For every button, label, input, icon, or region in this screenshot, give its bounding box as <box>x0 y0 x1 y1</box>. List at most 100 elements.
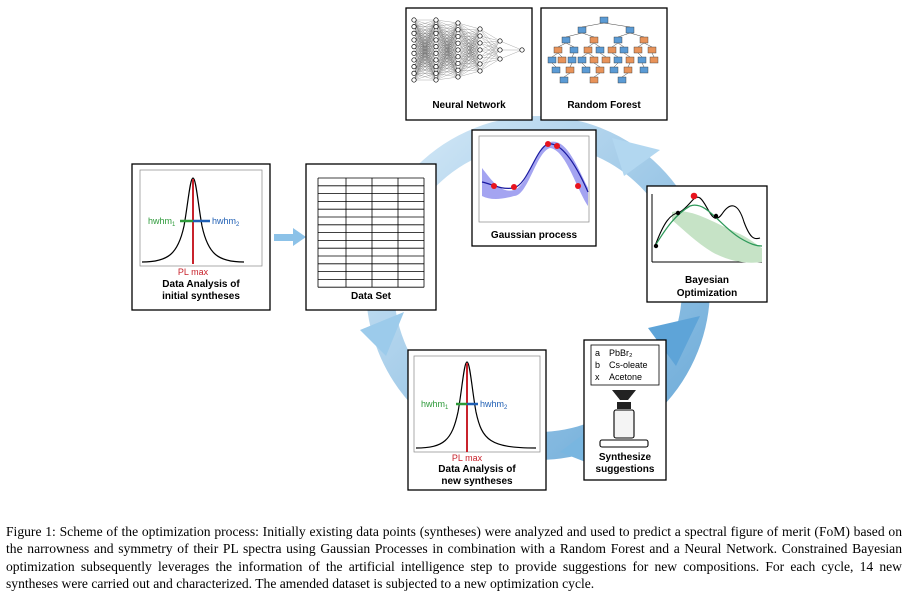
nn-node <box>411 57 417 63</box>
nn-node <box>411 64 417 70</box>
initial-analysis-box: hwhm1 hwhm2 PL max Data Analysis of init… <box>131 163 271 311</box>
nn-connection <box>479 49 501 65</box>
nn-connection <box>413 19 437 41</box>
nn-connection <box>479 58 501 65</box>
rf-edge <box>617 32 631 38</box>
nn-connection <box>435 22 459 41</box>
nn-node <box>477 40 483 46</box>
nn-connection <box>457 42 481 78</box>
rf-edge <box>557 42 567 48</box>
random-forest-box: Random Forest <box>540 7 668 121</box>
rf-node <box>559 76 569 84</box>
rf-node <box>577 56 587 64</box>
neural-network-box: Neural Network <box>405 7 533 121</box>
nn-connection <box>435 22 459 81</box>
nn-node <box>477 61 483 67</box>
rf-edge <box>551 52 559 58</box>
rf-node <box>551 66 561 74</box>
nn-connection <box>413 73 437 81</box>
rf-node <box>639 36 649 44</box>
rf-edge <box>643 42 653 48</box>
rf-node <box>561 36 571 44</box>
nn-node <box>477 26 483 32</box>
rf-edge <box>617 42 625 48</box>
nn-connection <box>413 46 437 81</box>
nn-node <box>433 37 439 43</box>
nn-node <box>455 47 461 53</box>
nn-connection <box>435 22 459 74</box>
rf-node <box>623 66 633 74</box>
gp-data-point <box>545 141 551 147</box>
rf-edge <box>651 52 655 58</box>
nn-connection <box>435 76 459 81</box>
bo-suggestion-point <box>690 192 698 200</box>
nn-connection <box>479 40 501 51</box>
gp-data-point <box>575 183 581 189</box>
rf-edge <box>603 22 631 28</box>
nn-connection <box>499 40 523 51</box>
nn-connection <box>435 22 459 47</box>
data-set-label: Data Set <box>351 291 392 302</box>
nn-node <box>411 44 417 50</box>
nn-connection <box>435 70 459 81</box>
rf-edge <box>621 72 629 78</box>
vial-cap <box>617 402 631 409</box>
new-label-line1: Data Analysis of <box>438 464 516 475</box>
nn-connection <box>479 35 501 60</box>
rf-node <box>625 56 635 64</box>
nn-connection <box>435 49 459 81</box>
nn-connection <box>479 58 501 72</box>
rf-edge <box>627 62 631 68</box>
rf-node <box>595 66 605 74</box>
nn-connection <box>479 56 501 60</box>
rf-edge <box>613 62 619 68</box>
synth-label-line1: Synthesize <box>599 452 652 463</box>
nn-connection <box>457 22 481 30</box>
rf-edge <box>599 52 607 58</box>
nn-node <box>455 40 461 46</box>
rf-edge <box>641 62 645 68</box>
nn-connection <box>479 42 501 51</box>
rf-edge <box>565 32 583 38</box>
nn-connection <box>413 33 437 81</box>
nn-connection <box>479 28 501 42</box>
nn-connection <box>457 56 481 78</box>
rf-edge <box>557 52 563 58</box>
cycle-arrowhead-right <box>648 316 700 366</box>
bo-data-point <box>713 213 719 219</box>
new-pl-max-label: PL max <box>452 453 483 463</box>
rf-edge <box>569 62 573 68</box>
new-pl-spectrum <box>415 361 537 449</box>
rf-edge <box>629 32 645 38</box>
bo-mean-curve <box>654 204 763 247</box>
figure-caption: Figure 1: Scheme of the optimization pro… <box>6 523 902 592</box>
nn-connection <box>435 43 459 81</box>
initial-to-dataset-arrow <box>274 228 306 246</box>
nn-node <box>433 70 439 76</box>
nn-node <box>433 77 439 83</box>
nn-connection <box>435 56 459 81</box>
vial-body <box>613 409 635 439</box>
new-analysis-box: hwhm1 hwhm2 PL max Data Analysis of new … <box>407 349 547 491</box>
rf-edge <box>581 62 587 68</box>
nn-node <box>433 44 439 50</box>
nn-node <box>411 77 417 83</box>
bo-confidence-band <box>672 211 762 263</box>
nn-connection <box>479 40 501 44</box>
random-forest-label: Random Forest <box>567 100 641 111</box>
new-hwhm1-label: hwhm1 <box>421 399 449 411</box>
rf-edge <box>565 42 575 48</box>
nn-connection <box>457 28 481 51</box>
rf-node <box>589 36 599 44</box>
nn-node <box>477 54 483 60</box>
nn-node <box>411 50 417 56</box>
new-hwhm2-label: hwhm2 <box>480 399 508 411</box>
rf-edge <box>593 62 601 68</box>
nn-connection <box>413 19 437 74</box>
synth-label-line2: suggestions <box>596 464 655 475</box>
nn-connection <box>413 19 437 54</box>
gp-data-point <box>491 183 497 189</box>
